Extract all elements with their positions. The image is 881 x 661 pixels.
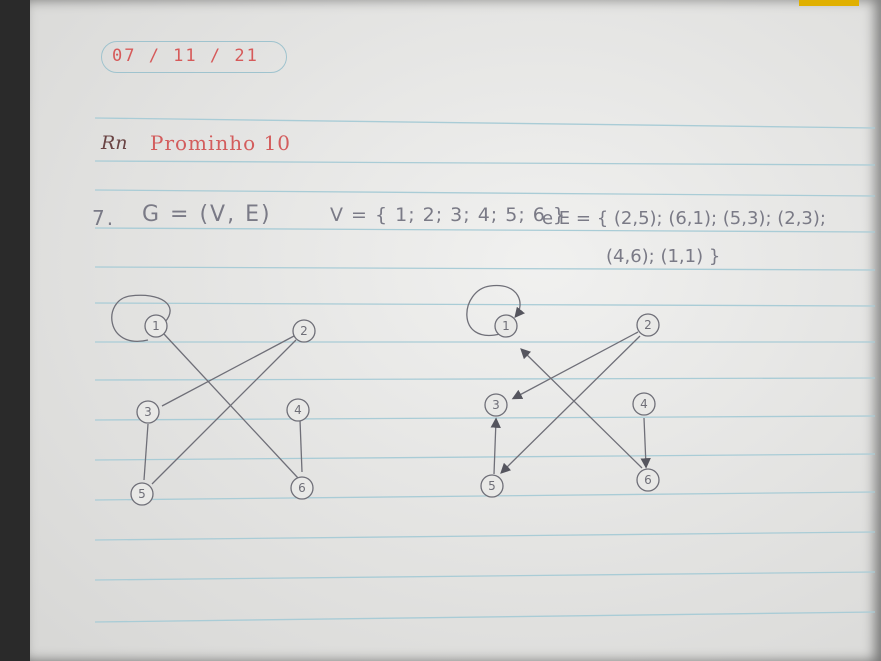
edge-4-6 (299, 419, 303, 473)
edge-set-line-1: e E = { (2,5); (6,1); (5,3); (2,3); (542, 208, 826, 229)
node-label-2: 2 (300, 324, 308, 338)
directed-node-1 (494, 314, 518, 338)
directed-node-label-5: 5 (488, 479, 496, 493)
node-label-6: 6 (298, 481, 306, 495)
page-shading (30, 0, 881, 661)
directed-edge-5-3 (490, 417, 501, 475)
directed-edge-loop-1-1 (466, 284, 525, 337)
heading-title: Prominho 10 (150, 131, 292, 155)
node-3 (136, 400, 160, 424)
node-6 (290, 476, 314, 500)
node-label-5: 5 (138, 487, 146, 501)
directed-node-label-3: 3 (492, 398, 500, 412)
node-label-1: 1 (152, 319, 160, 333)
heading-mark: Rn (101, 132, 128, 154)
directed-node-label-6: 6 (644, 473, 652, 487)
directed-node-label-1: 1 (502, 319, 510, 333)
directed-edge-2-5 (500, 335, 641, 474)
date-text: 07 / 11 / 21 (112, 46, 259, 66)
page-tab-marker (799, 0, 859, 6)
directed-node-3 (484, 393, 508, 417)
node-5 (130, 482, 154, 506)
problem-number: 7. (92, 206, 116, 230)
directed-node-2 (636, 313, 660, 337)
node-1 (144, 314, 168, 338)
edge-set-line-2: (4,6); (1,1) } (606, 246, 721, 267)
vertex-set: V = { 1; 2; 3; 4; 5; 6 } (330, 204, 566, 226)
edge-1-6 (163, 333, 299, 479)
directed-edge-6-1 (520, 348, 643, 469)
directed-edge-2-3 (511, 331, 639, 400)
directed-node-6 (636, 468, 660, 492)
directed-node-label-4: 4 (640, 397, 648, 411)
date-field (101, 41, 287, 73)
node-label-3: 3 (144, 405, 152, 419)
edge-2-3 (161, 335, 295, 407)
node-label-4: 4 (294, 403, 302, 417)
edge-3-5 (143, 423, 149, 481)
edge-loop-1-1 (111, 294, 171, 342)
node-2 (292, 319, 316, 343)
directed-node-5 (480, 474, 504, 498)
edge-2-5 (151, 339, 297, 485)
directed-node-4 (632, 392, 656, 416)
graph-definition: G = (V, E) (142, 202, 272, 227)
directed-edge-4-6 (640, 417, 651, 469)
node-4 (286, 398, 310, 422)
directed-node-label-2: 2 (644, 318, 652, 332)
notebook-page (30, 0, 881, 661)
